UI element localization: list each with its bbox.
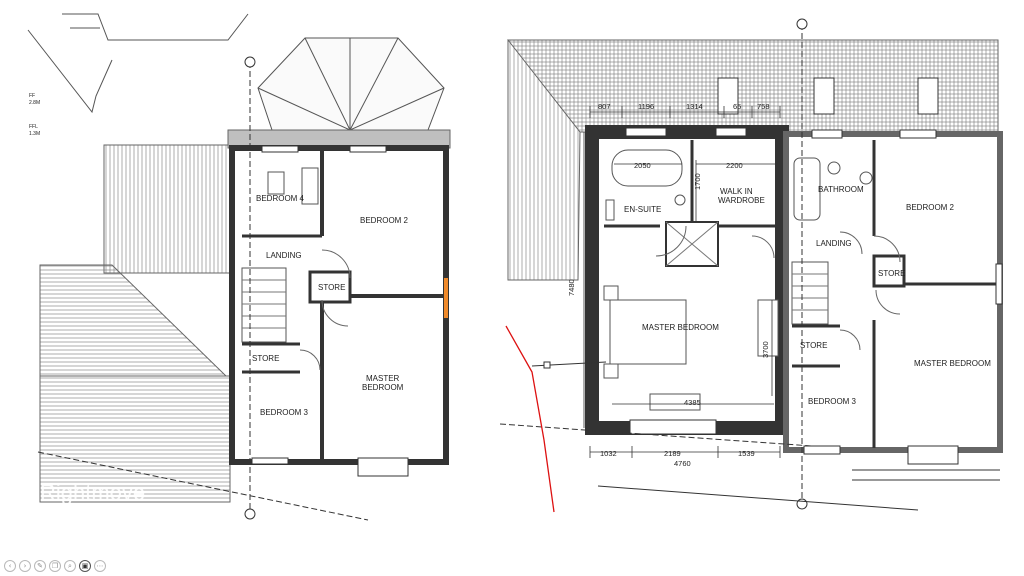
camera-icon[interactable]: ▣ [79,560,91,572]
room-bedroom3-left: BEDROOM 3 [260,408,309,417]
copy-icon[interactable]: ❐ [49,560,61,572]
dim-bottom-1: 1032 [600,449,617,458]
room-master-line1-left: MASTER [366,374,400,383]
room-master-bedroom: MASTER BEDROOM [642,323,719,332]
roof-hatch-left-bottom [39,375,231,503]
room-store-left: STORE [318,283,345,292]
roof-hatch-left-upper [103,144,231,274]
dim-overall-height: 7480 [567,279,576,296]
dim-top-5: 758 [757,102,770,111]
right-plan: 807 1196 1314 65 758 2050 2200 1700 7480… [499,18,1003,513]
dim-room-width: 4385 [684,398,701,407]
room-store-right: STORE [878,269,905,278]
room-store-small-left: STORE [252,354,279,363]
dim-top-4: 65 [733,102,741,111]
room-walkin-line1: WALK IN [720,187,753,196]
dim-wardrobe-depth: 1700 [693,173,702,190]
note-level-1: 2.8M [29,100,40,106]
note-ff: FF [29,93,35,99]
left-plan: FF 2.8M FFL 1.3M Rightmove [27,13,451,521]
dim-bath-width: 2050 [634,161,651,170]
room-master-line2-left: BEDROOM [362,383,404,392]
dim-bottom-2: 2189 [664,449,681,458]
next-icon[interactable]: › [19,560,31,572]
dimension-lines [583,106,781,458]
room-landing-right: LANDING [816,239,852,248]
room-bathroom: BATHROOM [818,185,864,194]
dim-bed-wall: 3700 [761,341,770,358]
room-store-small-right: STORE [800,341,827,350]
viewer-toolbar: ‹ › ✎ ❐ ⌕ ▣ ⋯ [4,558,106,574]
room-master-bedroom-right: MASTER BEDROOM [914,359,991,368]
bay-window [257,37,445,131]
prev-icon[interactable]: ‹ [4,560,16,572]
note-ffl: FFL [29,124,38,130]
room-ensuite: EN-SUITE [624,205,661,214]
dim-top-2: 1196 [638,102,654,111]
roof-hatch-left-lower [39,264,228,377]
room-landing-left: LANDING [266,251,302,260]
dim-top-3: 1314 [686,102,703,111]
zoom-icon[interactable]: ⌕ [64,560,76,572]
more-icon[interactable]: ⋯ [94,560,106,572]
dim-wardrobe-width: 2200 [726,161,743,170]
room-walkin-line2: WARDROBE [718,196,765,205]
dim-overall-width: 4760 [674,459,691,468]
room-bedroom3-right: BEDROOM 3 [808,397,857,406]
dim-bottom-3: 1539 [738,449,755,458]
dim-top-1: 807 [598,102,611,111]
note-level-2: 1.3M [29,131,40,137]
room-bedroom2-left: BEDROOM 2 [360,216,409,225]
edit-icon[interactable]: ✎ [34,560,46,572]
room-bedroom2-right: BEDROOM 2 [906,203,955,212]
room-bedroom4-left: BEDROOM 4 [256,194,305,203]
watermark: Rightmove [40,480,145,505]
